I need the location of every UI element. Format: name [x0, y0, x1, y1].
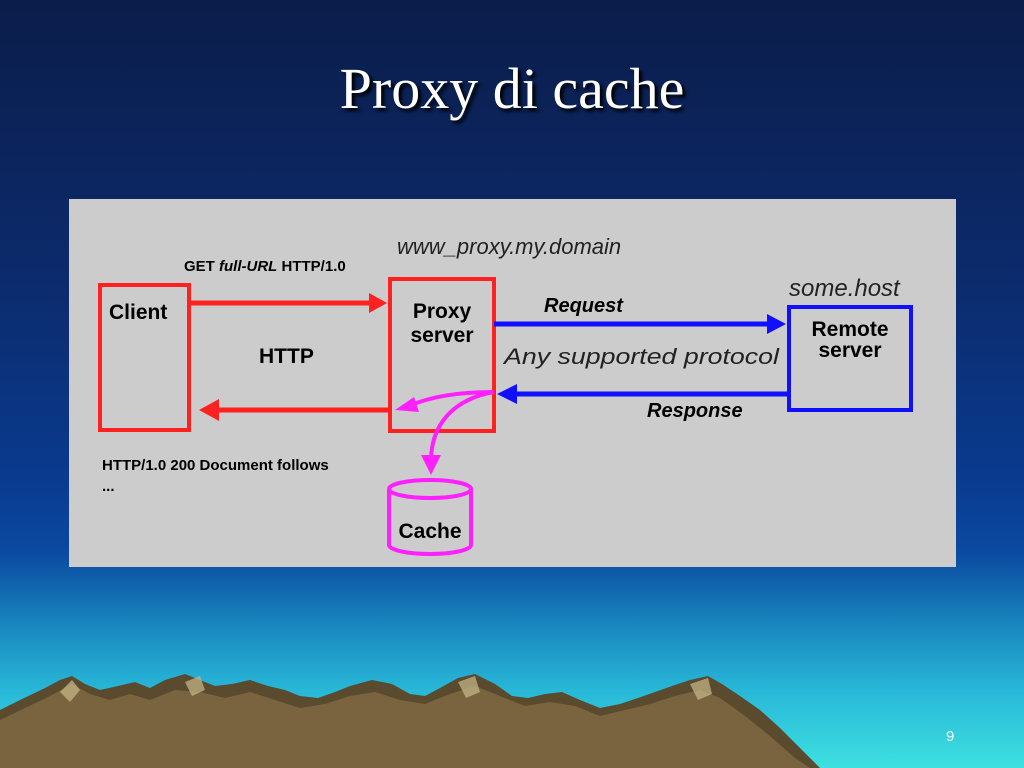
remote-to-proxy-arrowhead [497, 384, 517, 404]
proxy-to-cache-arrow [429, 390, 495, 462]
diagram-canvas: Client Proxy server Remote server GET fu… [98, 234, 913, 556]
proxy-to-cache-arrowhead [421, 455, 441, 475]
cache-label: Cache [398, 520, 461, 543]
proxy-server-box [388, 277, 496, 433]
client-label: Client [109, 301, 167, 324]
remote-server-box [787, 305, 913, 412]
proxy-to-client-arrowhead [199, 399, 219, 421]
proxy-label-line2: server [410, 324, 473, 347]
proxy-host-label: www_proxy.my.domain [397, 234, 621, 259]
client-box [98, 283, 191, 432]
remote-label-line1: Remote [811, 318, 888, 341]
protocol-label: Any supported protocol [502, 344, 781, 369]
response-ellipsis: ... [102, 478, 115, 495]
response-line: HTTP/1.0 200 Document follows [102, 457, 329, 474]
mountains-decoration [0, 674, 820, 768]
remote-host-label: some.host [789, 275, 901, 302]
cache-cylinder [387, 478, 473, 556]
request-label: Request [544, 295, 624, 317]
request-line: GET full-URL HTTP/1.0 [184, 258, 346, 275]
client-to-proxy-arrowhead [369, 293, 387, 313]
slide-title: Proxy di cache [339, 56, 685, 121]
proxy-to-remote-arrowhead [767, 314, 786, 334]
proxy-cache-diagram: Client Proxy server Remote server GET fu… [69, 199, 956, 567]
remote-label-line2: server [818, 339, 881, 362]
http-label: HTTP [259, 345, 314, 368]
cache-to-proxy-arrowhead [395, 397, 419, 412]
page-number: 9 [946, 728, 955, 745]
proxy-label-line1: Proxy [413, 300, 472, 323]
response-label: Response [647, 400, 743, 422]
